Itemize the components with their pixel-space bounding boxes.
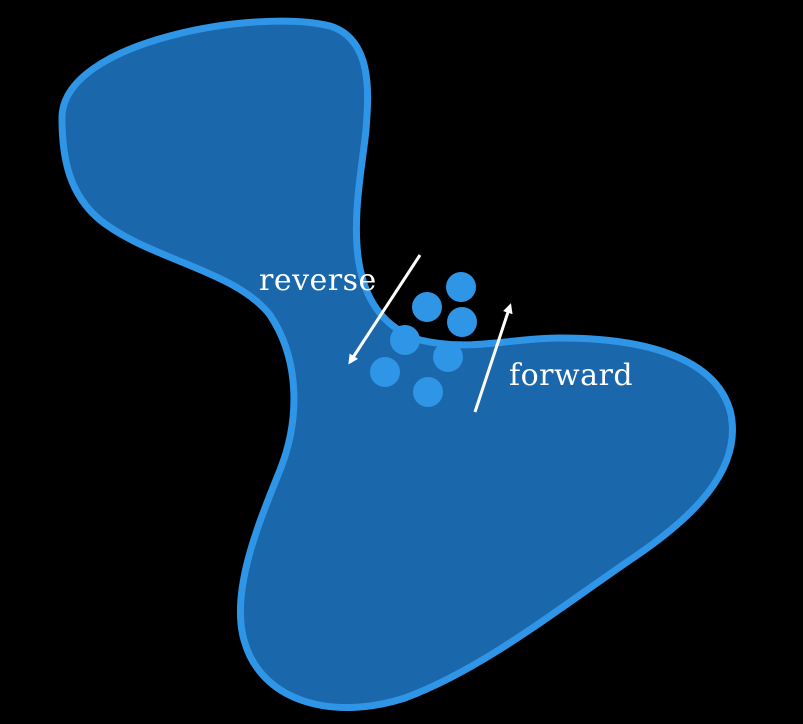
particle xyxy=(446,272,476,302)
reverse-arrow xyxy=(348,254,422,365)
forward-label: forward xyxy=(509,358,633,393)
particle xyxy=(433,342,463,372)
reverse-label: reverse xyxy=(259,263,377,298)
particle xyxy=(447,307,477,337)
particle xyxy=(412,292,442,322)
forward-arrow xyxy=(473,303,513,413)
particle xyxy=(390,325,420,355)
particle xyxy=(413,377,443,407)
particle-cluster xyxy=(370,272,477,407)
particle xyxy=(370,357,400,387)
